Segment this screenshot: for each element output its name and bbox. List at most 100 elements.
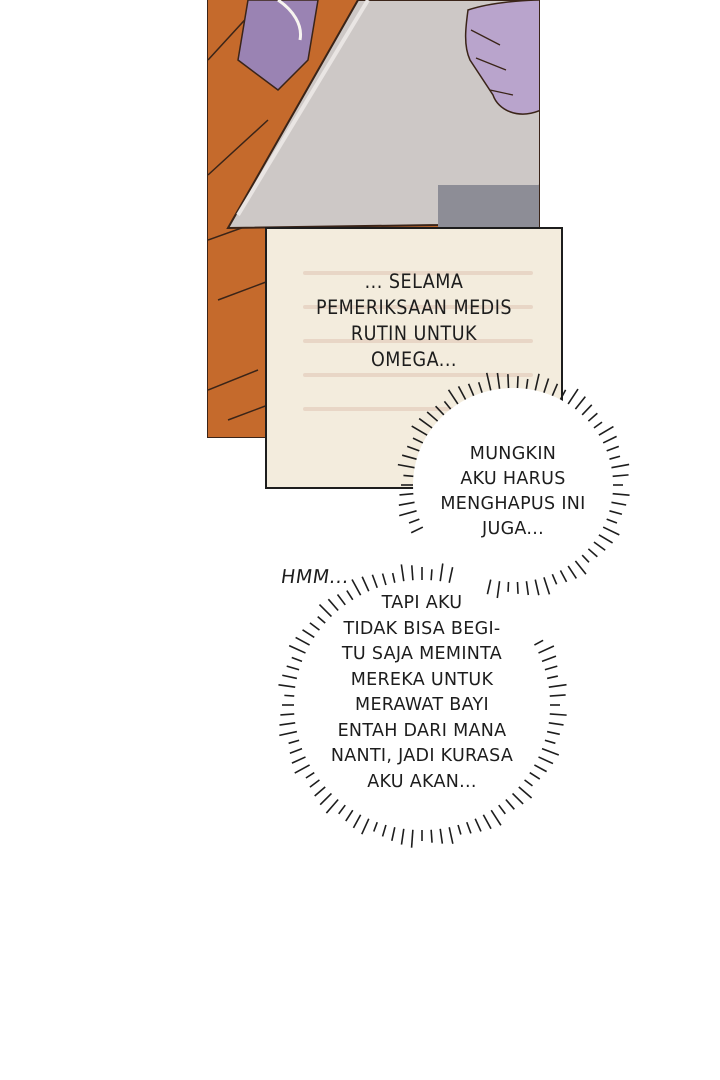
bubble-tick (567, 388, 579, 405)
bubble-tick (345, 809, 354, 822)
bubble-tick (581, 404, 593, 416)
bubble-line: MENGHAPUS INI (440, 494, 586, 514)
bubble-tick (278, 683, 296, 689)
bubble-tick (426, 411, 439, 422)
bubble-tick (400, 564, 405, 582)
bubble-tick (548, 683, 567, 689)
bubble-tick (516, 376, 519, 389)
panel-illustration (208, 0, 539, 421)
bubble-tick (549, 713, 567, 716)
bubble-tick (411, 565, 414, 581)
caption-line: RUTIN UNTUK (350, 322, 478, 345)
bubble-tick (486, 579, 492, 595)
bubble-tick (391, 572, 396, 584)
bubble-tick (574, 396, 586, 410)
bubble-tick (529, 771, 541, 780)
bubble-tick (430, 569, 433, 581)
bubble-tick (551, 383, 559, 397)
bubble-tick (448, 567, 454, 584)
bubble-tick (612, 492, 630, 497)
bubble-line: MERAWAT BAYI (355, 695, 489, 715)
bubble-tick (305, 771, 315, 779)
bubble-line: MEREKA UNTUK (350, 669, 494, 690)
bubble-tick (288, 739, 300, 745)
bubble-tick (410, 526, 424, 534)
bubble-tick (443, 400, 452, 410)
bubble-tick (327, 598, 339, 612)
bubble-tick (533, 639, 544, 646)
bubble-tick (289, 747, 303, 754)
bubble-tick (447, 389, 459, 405)
bubble-tick (611, 501, 627, 506)
bubble-tick (490, 809, 502, 826)
bubble-tick (279, 721, 296, 726)
bubble-tick (338, 804, 346, 815)
bubble-tick (397, 463, 415, 469)
bubble-tick (439, 828, 444, 844)
bubble-tick (435, 405, 445, 416)
bubble-tick (318, 604, 333, 618)
bubble-tick (399, 510, 417, 517)
bubble-tick (498, 804, 506, 815)
bubble-tick (439, 563, 444, 582)
bubble-tick (525, 378, 529, 389)
bubble-tick (534, 579, 540, 596)
bubble-tick (361, 818, 370, 835)
sound-effect-text: HMM... (279, 566, 351, 588)
bubble-tick (412, 437, 424, 444)
bubble-tick (505, 798, 515, 810)
bubble-tick (286, 665, 300, 671)
bubble-tick (611, 463, 630, 469)
bubble-tick (352, 814, 362, 829)
bubble-tick (291, 656, 303, 663)
bubble-tick (457, 824, 462, 835)
bubble-tick (309, 779, 321, 788)
bubble-tick (496, 581, 501, 599)
bubble-tick (598, 534, 613, 544)
bubble-tick (309, 622, 321, 631)
bubble-tick (400, 828, 405, 845)
bubble-tick (346, 590, 354, 601)
bubble-tick (551, 573, 558, 585)
bubble-line: NANTI, JADI KURASA (330, 746, 514, 766)
bubble-tick (302, 629, 315, 639)
bubble-tick (587, 548, 598, 558)
caption-line: OMEGA... (371, 348, 457, 371)
top-thought-bubble-text: MUNGKIN AKU HARUS MENGHAPUS INI JUGA... (413, 442, 613, 542)
bubble-tick (541, 747, 560, 756)
bubble-tick (546, 730, 560, 736)
bubble-tick (381, 573, 387, 586)
bubble-tick (280, 713, 295, 716)
bubble-tick (351, 579, 362, 596)
bubble-tick (398, 501, 415, 506)
hand-shape (464, 0, 539, 115)
bubble-line: TU SAJA MEMINTA (341, 644, 503, 664)
bubble-tick (609, 510, 623, 516)
bubble-tick (574, 560, 587, 575)
bubble-tick (401, 454, 417, 460)
caption-text: ... SELAMA PEMERIKSAAN MEDIS RUTIN UNTUK… (267, 269, 561, 373)
bubble-tick (410, 829, 414, 848)
bubble-tick (523, 779, 533, 787)
bubble-line: TAPI AKU (381, 593, 463, 613)
bubble-tick (546, 675, 558, 680)
bubble-tick (534, 373, 540, 391)
bubble-tick (477, 382, 483, 393)
bubble-tick (295, 636, 311, 646)
bottom-thought-bubble-text: TAPI AKU TIDAK BISA BEGI- TU SAJA MEMINT… (300, 591, 544, 795)
bubble-tick (602, 526, 620, 536)
bubble-tick (371, 574, 379, 589)
bubble-tick (457, 385, 467, 400)
bubble-line: AKU HARUS (460, 469, 566, 489)
bubble-tick (549, 694, 566, 697)
bubble-tick (467, 383, 475, 397)
bubble-tick (474, 818, 482, 832)
bubble-tick (606, 518, 618, 524)
bubble-line: TIDAK BISA BEGI- (343, 618, 501, 639)
bubble-tick (399, 492, 414, 496)
bubble-line: MUNGKIN (469, 444, 557, 464)
bubble-tick (294, 764, 311, 774)
caption-lines-decoration (303, 271, 533, 441)
bubble-tick (525, 581, 530, 596)
bubble-tick (541, 655, 557, 663)
